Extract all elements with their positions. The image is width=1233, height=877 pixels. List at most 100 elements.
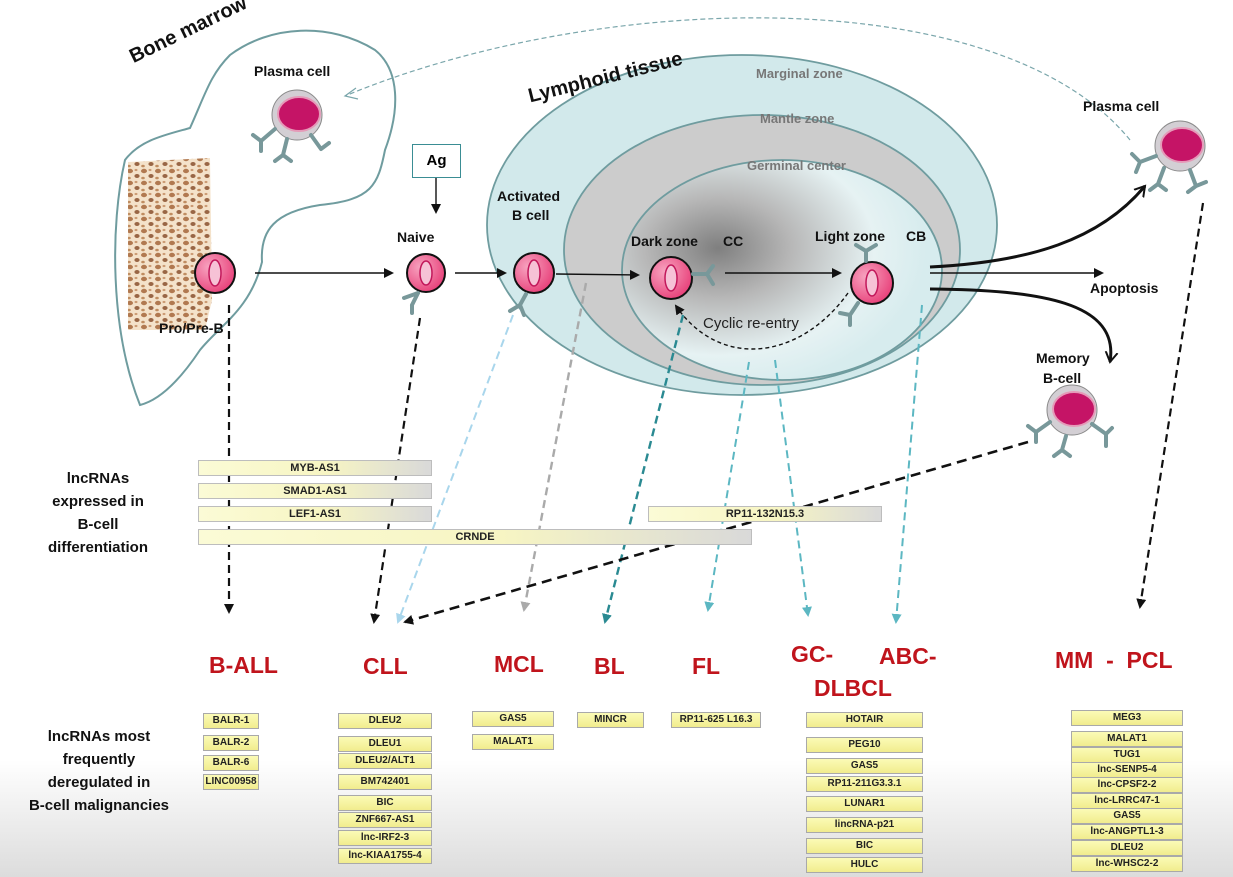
homing-arrow [344,17,1131,141]
lncrna-box-dlbcl: RP11-211G3.3.1 [806,776,923,792]
malignancies-label-line: lncRNAs most [47,728,151,745]
arrow-gc-to-fl [704,361,750,612]
malignancies-label-line: deregulated in [47,774,151,791]
lncrna-box-dlbcl: PEG10 [806,737,923,753]
bone-marrow-tissue [128,158,212,330]
plasma-cell-bone-marrow [251,89,331,163]
memory-label-1: Memory [1036,350,1090,366]
plasma-cell-bm-label: Plasma cell [254,63,331,79]
disease-fl: FL [692,653,721,679]
activated-label-2: B cell [512,207,550,223]
lncrna-box-mm: lnc-WHSC2-2 [1071,856,1183,872]
lncrna-bar: RP11-132N15.3 [648,506,882,522]
arrow-plasma-to-mm [1136,202,1205,609]
lncrna-box-cll: lnc-IRF2-3 [338,830,432,846]
disease-abc: ABC- [879,643,937,669]
disease-bl: BL [594,653,625,679]
lncrna-box-dlbcl: LUNAR1 [806,796,923,812]
lncrna-box-cll: DLEU2/ALT1 [338,753,432,769]
lncrna-box-cll: DLEU2 [338,713,432,729]
pro-pre-b-label: Pro/Pre-B [159,320,224,336]
lncrna-box-cll: DLEU1 [338,736,432,752]
lncrna-box-dlbcl: HULC [806,857,923,873]
lncrna-box-mcl: MALAT1 [472,734,554,750]
memory-label-2: B-cell [1043,370,1082,386]
activated-label-1: Activated [497,188,561,204]
lncrna-box-ball: LINC00958 [203,774,259,790]
plasma-cell-output [1130,120,1208,194]
bone-marrow-outline [114,29,397,407]
dark-zone-label: Dark zone [631,233,698,249]
lncrna-box-ball: BALR-6 [203,755,259,771]
lncrna-box-ball: BALR-2 [203,735,259,751]
plasma-cell-out-label: Plasma cell [1083,98,1160,114]
arrow-darkzone-to-bl [602,314,685,624]
disease-cll: CLL [363,653,408,679]
lncrna-box-dlbcl: lincRNA-p21 [806,817,923,833]
cyclic-reentry-label: Cyclic re-entry [703,315,799,332]
differentiation-label-line: differentiation [48,539,148,556]
memory-b-cell [1026,384,1114,458]
naive-label: Naive [397,229,435,245]
lncrna-box-ball: BALR-1 [203,713,259,729]
lncrna-box-mm: lnc-LRRC47-1 [1071,793,1183,809]
pro-pre-b-cell [194,252,236,294]
lncrna-box-mm: TUG1 [1071,747,1183,763]
light-zone-b-cell [838,243,894,327]
lncrna-bar: CRNDE [198,529,752,545]
naive-b-cell [402,253,446,315]
arrow-gc-to-gcb-dlbcl [774,359,812,617]
lncrna-bar: LEF1-AS1 [198,506,432,522]
malignancies-label-line: B-cell malignancies [28,797,170,814]
disease-mcl: MCL [494,651,544,677]
malignancies-label: lncRNAs most frequently deregulated in B… [4,725,194,817]
germinal-center [621,159,943,381]
lncrna-box-mm: DLEU2 [1071,840,1183,856]
lncrna-box-mm: lnc-ANGPTL1-3 [1071,824,1183,840]
lncrna-box-mm: GAS5 [1071,808,1183,824]
lncrna-box-fl: RP11-625 L16.3 [671,712,761,728]
lncrna-bar: MYB-AS1 [198,460,432,476]
cb-label: CB [906,228,927,244]
arrow-lightzone-to-abc-dlbcl [891,304,923,624]
differentiation-label-line: expressed in [52,493,144,510]
dark-zone-b-cell [649,256,715,300]
lncrna-box-mcl: GAS5 [472,711,554,727]
malignancies-label-line: frequently [62,751,136,768]
lncrna-bar: SMAD1-AS1 [198,483,432,499]
arrow-to-plasma-cell [929,186,1145,269]
lncrna-box-dlbcl: BIC [806,838,923,854]
light-zone-label: Light zone [815,228,885,244]
lncrna-box-mm: MALAT1 [1071,731,1183,747]
lncrna-box-mm: lnc-CPSF2-2 [1071,777,1183,793]
disease-dlbcl: DLBCL [814,675,892,701]
arrow-activated-to-cll [396,314,514,624]
disease-gc: GC- [791,641,834,667]
activated-b-cell [508,252,555,317]
lncrna-box-cll: BM742401 [338,774,432,790]
marginal-zone-label: Marginal zone [756,66,843,81]
arrow-mantle-to-mcl [520,282,588,612]
disease-mm-pcl: MM - PCL [1055,647,1173,673]
lncrna-box-mm: MEG3 [1071,710,1183,726]
differentiation-label: lncRNAs expressed in B-cell differentiat… [18,467,178,559]
arrow-to-memory [929,287,1111,362]
lncrna-box-bl: MINCR [577,712,644,728]
lncrna-box-mm: lnc-SENP5-4 [1071,762,1183,778]
disease-ball: B-ALL [209,652,278,678]
cc-label: CC [723,233,744,249]
lncrna-box-cll: ZNF667-AS1 [338,812,432,828]
apoptosis-label: Apoptosis [1090,280,1159,296]
arrow-activated-to-darkzone [555,269,640,280]
antigen-box: Ag [412,144,461,178]
differentiation-label-line: lncRNAs [66,470,130,487]
cyclic-reentry-arrow [674,292,849,350]
mantle-zone-label: Mantle zone [760,111,835,126]
germinal-center-label: Germinal center [747,158,846,173]
differentiation-label-line: B-cell [77,516,119,533]
lncrna-box-dlbcl: HOTAIR [806,712,923,728]
lncrna-box-cll: lnc-KIAA1755-4 [338,848,432,864]
lncrna-box-dlbcl: GAS5 [806,758,923,774]
lncrna-box-cll: BIC [338,795,432,811]
